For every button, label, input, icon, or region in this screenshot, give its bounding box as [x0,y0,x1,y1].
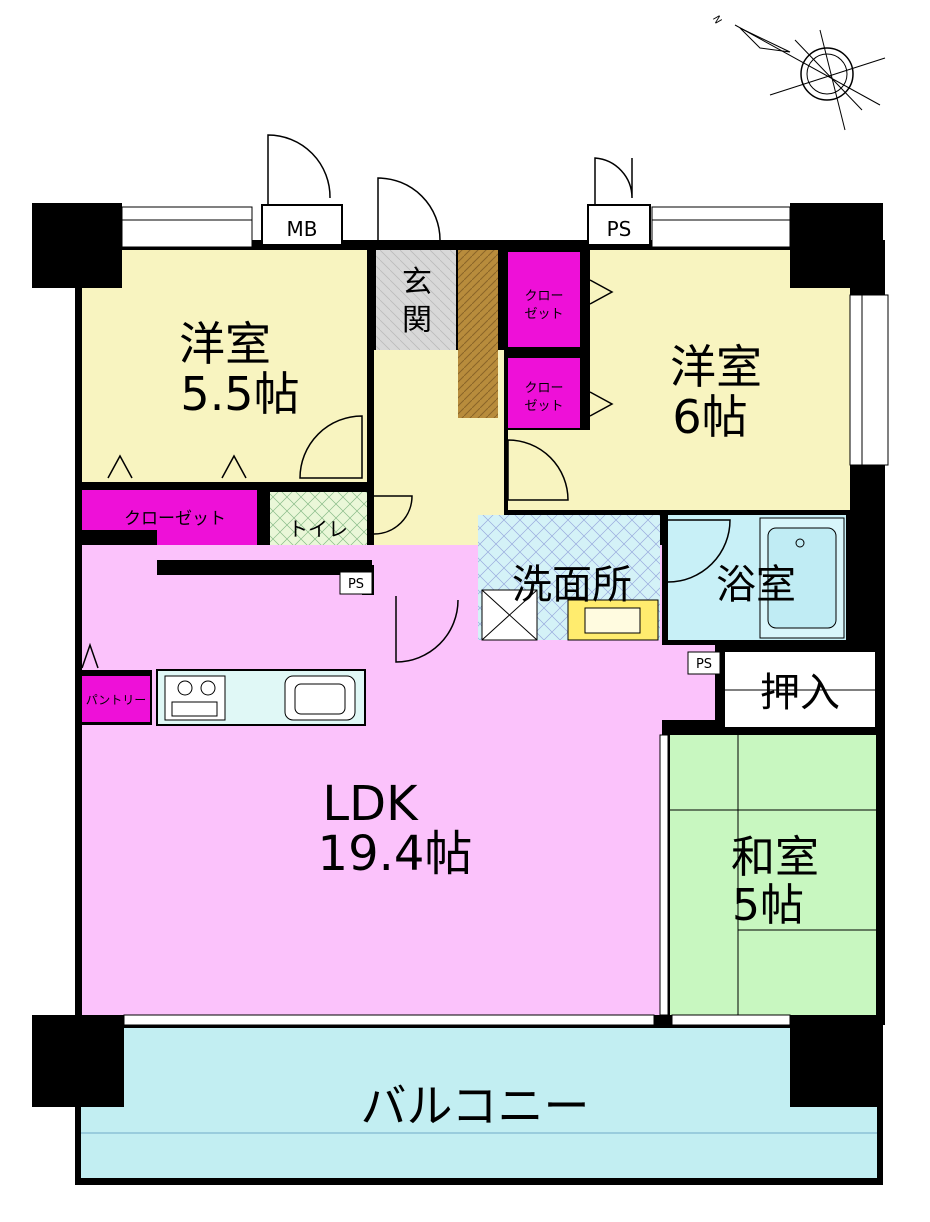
kitchen-counter [156,669,366,726]
compass: N [710,14,886,131]
doors [81,134,731,669]
toilet-label: トイレ [288,517,348,541]
closet-lower-label-1: クロー [524,381,563,396]
balcony-label: バルコニー [360,1079,589,1133]
japanese-room-name: 和室 [731,832,819,883]
western-room-left [82,250,367,482]
closet-upper-label-1: クロー [524,289,563,304]
oshiire-label: 押入 [760,670,840,716]
western-room-right-size: 6帖 [672,390,747,444]
ldk-size: 19.4帖 [318,826,473,882]
closet-upper [508,252,580,347]
ldk-name: LDK [322,776,419,832]
pantry-label: パントリー [86,693,147,707]
closet-lower-label-2: ゼット [524,399,563,414]
western-room-right-name: 洋室 [670,340,762,394]
north-mark: N [710,14,723,26]
ps-mid-label: PS [348,577,364,592]
closet-upper-label-2: ゼット [524,307,563,322]
ps-right-label: PS [696,657,712,672]
balcony: バルコニー [75,1022,883,1185]
entrance-label-1: 玄 [402,265,432,300]
western-room-right [590,250,850,510]
ps-top-label: PS [607,217,632,241]
bathroom-label: 浴室 [716,562,796,608]
mb-label: MB [287,217,318,241]
closet-left-label: クローゼット [124,509,226,529]
washroom-label: 洗面所 [512,562,632,608]
western-room-left-name: 洋室 [179,317,271,371]
japanese-room-size: 5帖 [732,880,804,931]
entrance-label-2: 関 [402,303,432,338]
western-room-left-size: 5.5帖 [180,367,299,421]
japanese-room [670,735,876,1015]
closet-lower [508,358,580,428]
